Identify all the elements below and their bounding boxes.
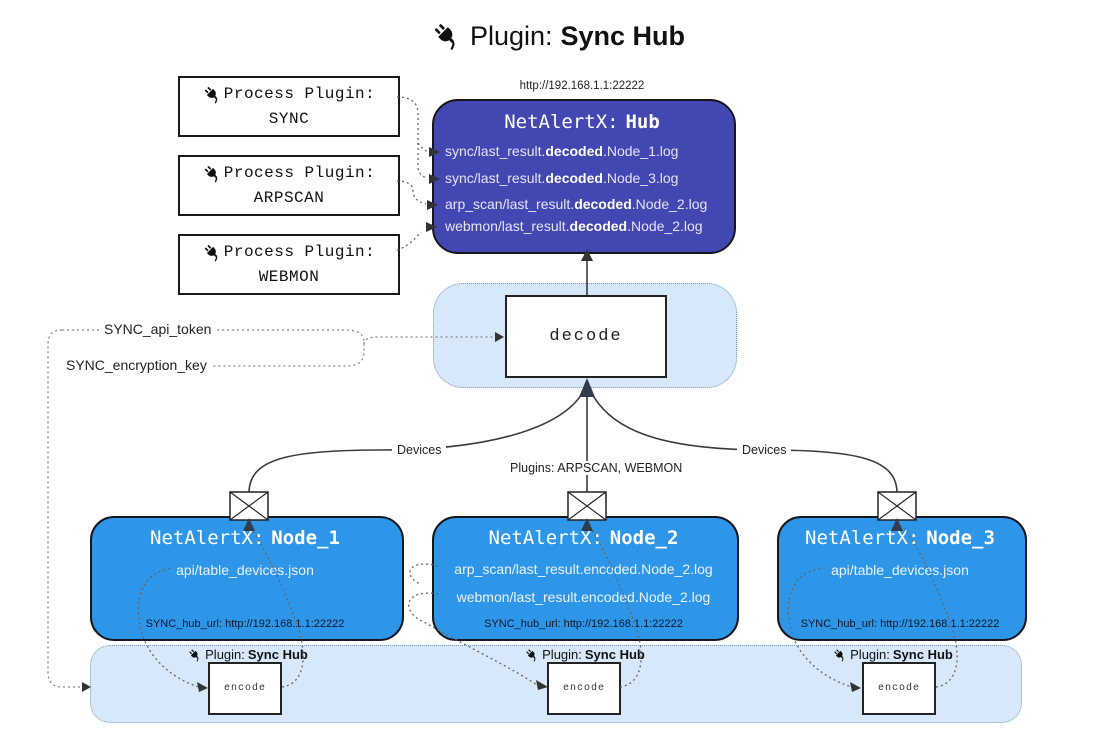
edge-settings-to-encoders [47, 329, 82, 688]
hub-box [432, 99, 736, 254]
process-plugin-webmon: Process Plugin: WEBMON [178, 234, 400, 295]
node2-file: arp_scan/last_result.encoded.Node_2.log [454, 561, 713, 577]
process-plugin-sync: Process Plugin: SYNC [178, 76, 400, 137]
node1-title: NetAlertX:Node_1 [150, 527, 340, 549]
hub-title-prefix: NetAlertX: [504, 111, 619, 133]
page-title-name: Sync Hub [560, 20, 686, 51]
node3-hub-url: SYNC_hub_url: http://192.168.1.1:22222 [800, 618, 1000, 630]
edge-node1-devices [248, 391, 584, 493]
encode-box-node2: encode [547, 662, 621, 715]
sync-encryption-key-label: SYNC_encryption_key [62, 357, 211, 373]
edge-node3-devices [590, 391, 898, 493]
node1-hub-url: SYNC_hub_url: http://192.168.1.1:22222 [145, 618, 345, 630]
node2-title: NetAlertX:Node_2 [488, 527, 679, 549]
edge-sync-to-hub [396, 96, 429, 179]
encoder2-plugin-label: Plugin: Sync Hub [515, 646, 655, 663]
plug-icon [833, 648, 847, 662]
edge-label-devices-right: Devices [737, 443, 792, 457]
plug-icon [432, 21, 462, 51]
page-title-prefix: Plugin: [469, 20, 553, 51]
hub-log-row: webmon/last_result.decoded.Node_2.log [445, 218, 703, 234]
process-plugin-name: SYNC [268, 109, 310, 128]
process-plugin-label: Process Plugin: [223, 242, 376, 261]
encoder1-plugin-label: Plugin: Sync Hub [178, 646, 318, 663]
hub-title: NetAlertX: Hub [432, 111, 732, 133]
node3-file: api/table_devices.json [831, 562, 969, 578]
plug-icon [203, 164, 222, 183]
encode-box-node3: encode [862, 662, 936, 715]
process-plugin-name: WEBMON [258, 267, 320, 286]
process-plugin-name: ARPSCAN [253, 188, 325, 207]
plug-icon [525, 648, 539, 662]
encode-box-node1: encode [208, 662, 282, 715]
edge-arpscan-to-hub [396, 180, 427, 205]
node2-file: webmon/last_result.encoded.Node_2.log [456, 589, 711, 605]
decode-box: decode [505, 295, 667, 378]
process-plugin-arpscan: Process Plugin: ARPSCAN [178, 155, 400, 216]
hub-url: http://192.168.1.1:22222 [519, 80, 645, 92]
edge-webmon-to-hub [396, 231, 422, 251]
page-title: Plugin: Sync Hub [0, 16, 1117, 56]
node1-file: api/table_devices.json [176, 562, 314, 578]
sync-api-token-label: SYNC_api_token [100, 321, 216, 337]
edge-label-devices-left: Devices [392, 443, 447, 457]
process-plugin-label: Process Plugin: [223, 84, 376, 103]
plug-icon [203, 85, 222, 104]
plug-icon [188, 648, 202, 662]
encoder3-plugin-label: Plugin: Sync Hub [823, 646, 963, 663]
node2-hub-url: SYNC_hub_url: http://192.168.1.1:22222 [484, 618, 683, 630]
hub-log-row: sync/last_result.decoded.Node_1.log [445, 143, 679, 159]
edge-label-plugins: Plugins: ARPSCAN, WEBMON [505, 461, 688, 475]
node3-title: NetAlertX:Node_3 [805, 527, 995, 549]
hub-log-row: arp_scan/last_result.decoded.Node_2.log [445, 196, 708, 212]
hub-log-row: sync/last_result.decoded.Node_3.log [445, 170, 679, 186]
hub-title-name: Hub [625, 111, 660, 133]
plug-icon [203, 243, 222, 262]
edge-sync-to-hub-branch [417, 142, 429, 153]
process-plugin-label: Process Plugin: [223, 163, 376, 182]
